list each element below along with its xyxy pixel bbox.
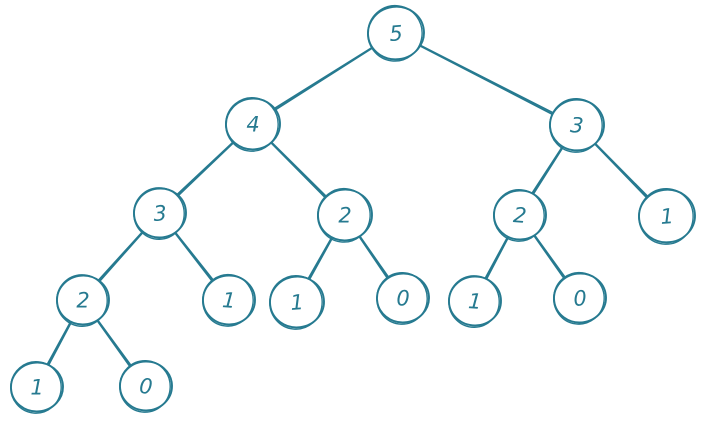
node-circle-sketch — [56, 274, 108, 327]
tree-node-label: 3 — [569, 113, 584, 138]
tree-node-n1c: 1 — [448, 275, 502, 328]
node-circle-sketch — [202, 273, 254, 327]
tree-node-label: 3 — [153, 201, 168, 226]
tree-node-n2m: 2 — [317, 187, 373, 243]
tree-node-label: 0 — [138, 374, 153, 399]
node-circle-sketch — [376, 272, 428, 325]
tree-node-label: 1 — [660, 204, 675, 229]
tree-node-label: 1 — [467, 289, 482, 314]
tree-node-label: 5 — [389, 21, 404, 46]
tree-node-n5: 5 — [367, 4, 425, 62]
tree-node-label: 4 — [246, 113, 259, 137]
node-circle-sketch — [133, 187, 185, 240]
node-circle-sketch — [493, 188, 545, 242]
tree-node-n1a: 1 — [202, 273, 256, 327]
tree-node-label: 2 — [76, 289, 89, 313]
tree-node-label: 2 — [338, 204, 351, 228]
tree-node-label: 1 — [30, 376, 43, 400]
tree-node-n1b: 1 — [269, 274, 325, 330]
tree-node-n0b: 0 — [553, 271, 607, 325]
tree-node-n0c: 0 — [119, 360, 173, 413]
tree-node-n4: 4 — [225, 96, 281, 152]
node-circle-sketch — [367, 4, 423, 62]
node-circle-sketch — [549, 98, 603, 153]
tree-node-n1d: 1 — [10, 360, 64, 414]
tree-node-n2r: 2 — [493, 188, 547, 242]
tree-node-n1rr: 1 — [638, 188, 696, 245]
node-circle-sketch — [638, 188, 694, 245]
node-circle-sketch — [317, 187, 371, 243]
tree-node-label: 0 — [573, 286, 588, 311]
tree-node-label: 1 — [290, 290, 305, 315]
node-circle-sketch — [448, 275, 500, 328]
node-circle-sketch — [553, 271, 605, 325]
node-circle-sketch — [119, 360, 171, 413]
node-circle-sketch — [225, 96, 279, 152]
tree-node-n3r: 3 — [549, 98, 605, 153]
tree-node-label: 1 — [221, 288, 236, 313]
tree-node-label: 0 — [396, 287, 409, 311]
edge-stroke-sketch — [394, 32, 578, 128]
tree-node-label: 2 — [512, 203, 527, 228]
node-circle-sketch — [269, 274, 323, 330]
tree-edge — [394, 32, 578, 128]
tree-node-n2ll: 2 — [56, 274, 110, 327]
node-circle-sketch — [10, 360, 62, 414]
tree-node-n0a: 0 — [376, 272, 430, 325]
tree-node-n3l: 3 — [133, 187, 187, 240]
